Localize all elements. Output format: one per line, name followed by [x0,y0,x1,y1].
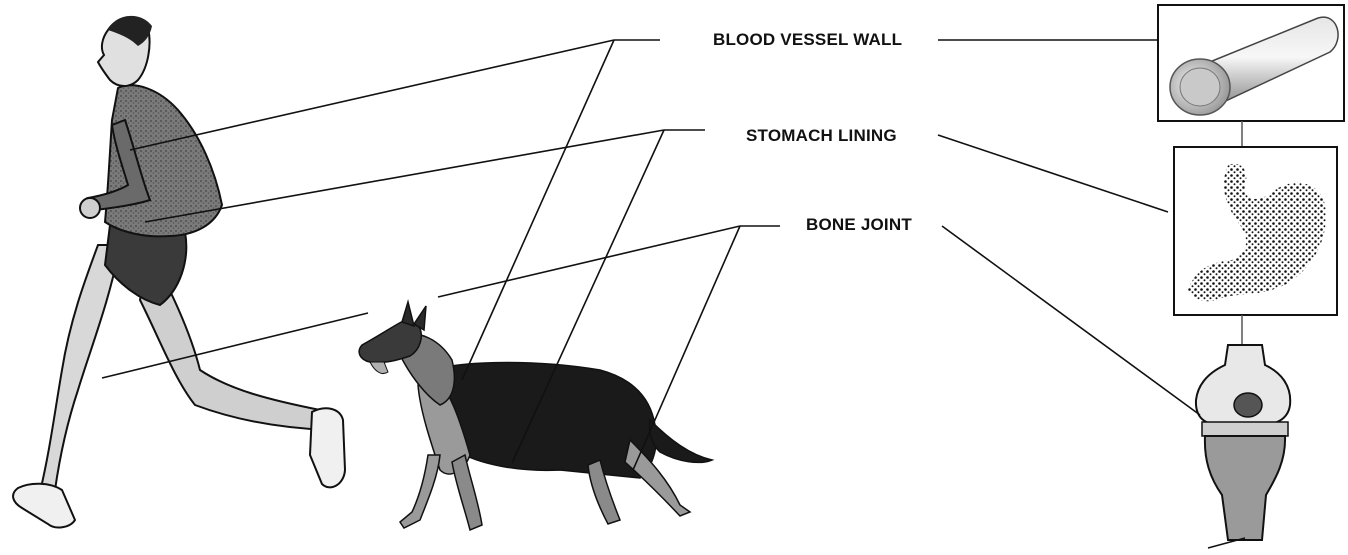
label-stomach-lining: STOMACH LINING [746,126,897,146]
dog-tongue [370,362,388,374]
stomach-panel [1174,147,1337,315]
runner-fist [80,198,100,218]
dog-ear-1 [402,302,414,326]
line-bone-to-runner-b [102,313,368,378]
runner-front-shoe [310,408,345,487]
line-stomach-to-runner [145,130,664,222]
line-bone-to-runner-a [438,226,740,297]
dog-front-leg-1 [400,455,440,528]
line-bone-to-knee [942,226,1200,415]
runner-figure [13,16,345,528]
runner-back-leg [40,245,120,492]
line-blood-to-runner [130,40,614,150]
line-bone-to-dog [633,226,740,470]
dog-figure [359,302,712,530]
blood-vessel-panel [1158,5,1344,121]
dog-tail [649,420,712,462]
label-blood-vessel-wall: BLOOD VESSEL WALL [713,30,902,50]
runner-back-shoe [13,484,75,528]
patella [1234,393,1262,417]
tibia [1205,436,1285,540]
line-blood-to-dog [462,40,614,380]
line-stomach-to-panel [938,135,1168,212]
cartilage [1202,422,1288,436]
label-bone-joint: BONE JOINT [806,215,912,235]
knee-tail-line [1208,538,1245,548]
knee-joint-figure [1196,345,1290,540]
dog-front-leg-2 [452,455,482,530]
